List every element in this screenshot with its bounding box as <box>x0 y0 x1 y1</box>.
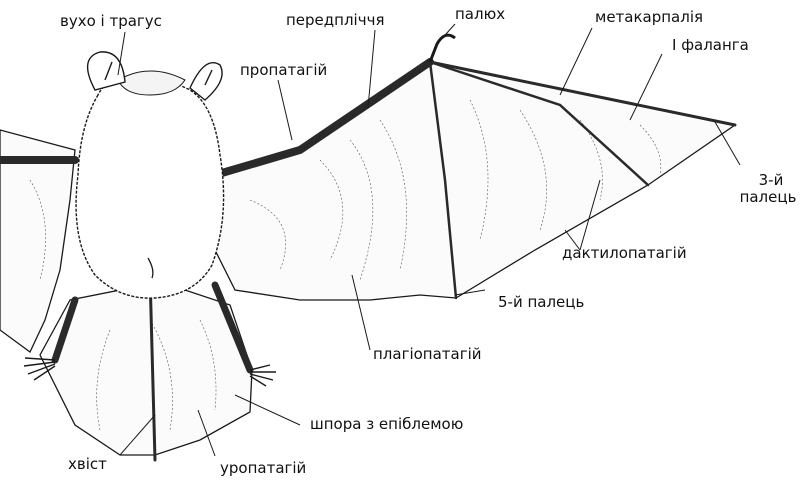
label-metacarpal: метакарпалія <box>595 9 703 26</box>
bat-body <box>76 71 224 298</box>
label-uropatagium: уропатагій <box>220 460 306 477</box>
thumb-claw <box>430 35 455 62</box>
label-thumb: палюх <box>455 6 505 23</box>
label-third-finger: 3-й палець <box>742 172 800 206</box>
label-calcar: шпора з епіблемою <box>310 416 463 433</box>
label-third-finger-line2: палець <box>736 189 800 206</box>
label-tail: хвіст <box>68 456 107 473</box>
label-phalanx: I фаланга <box>672 37 749 54</box>
label-propatagium: пропатагій <box>240 62 327 79</box>
label-third-finger-line1: 3-й <box>742 172 800 189</box>
label-ear-tragus: вухо і трагус <box>60 13 162 30</box>
label-dactylopatagium: дактилопатагій <box>562 245 687 262</box>
label-fifth-finger: 5-й палець <box>498 294 584 311</box>
label-forearm: передпліччя <box>286 12 384 29</box>
label-plagiopatagium: плагіопатагій <box>373 346 482 363</box>
